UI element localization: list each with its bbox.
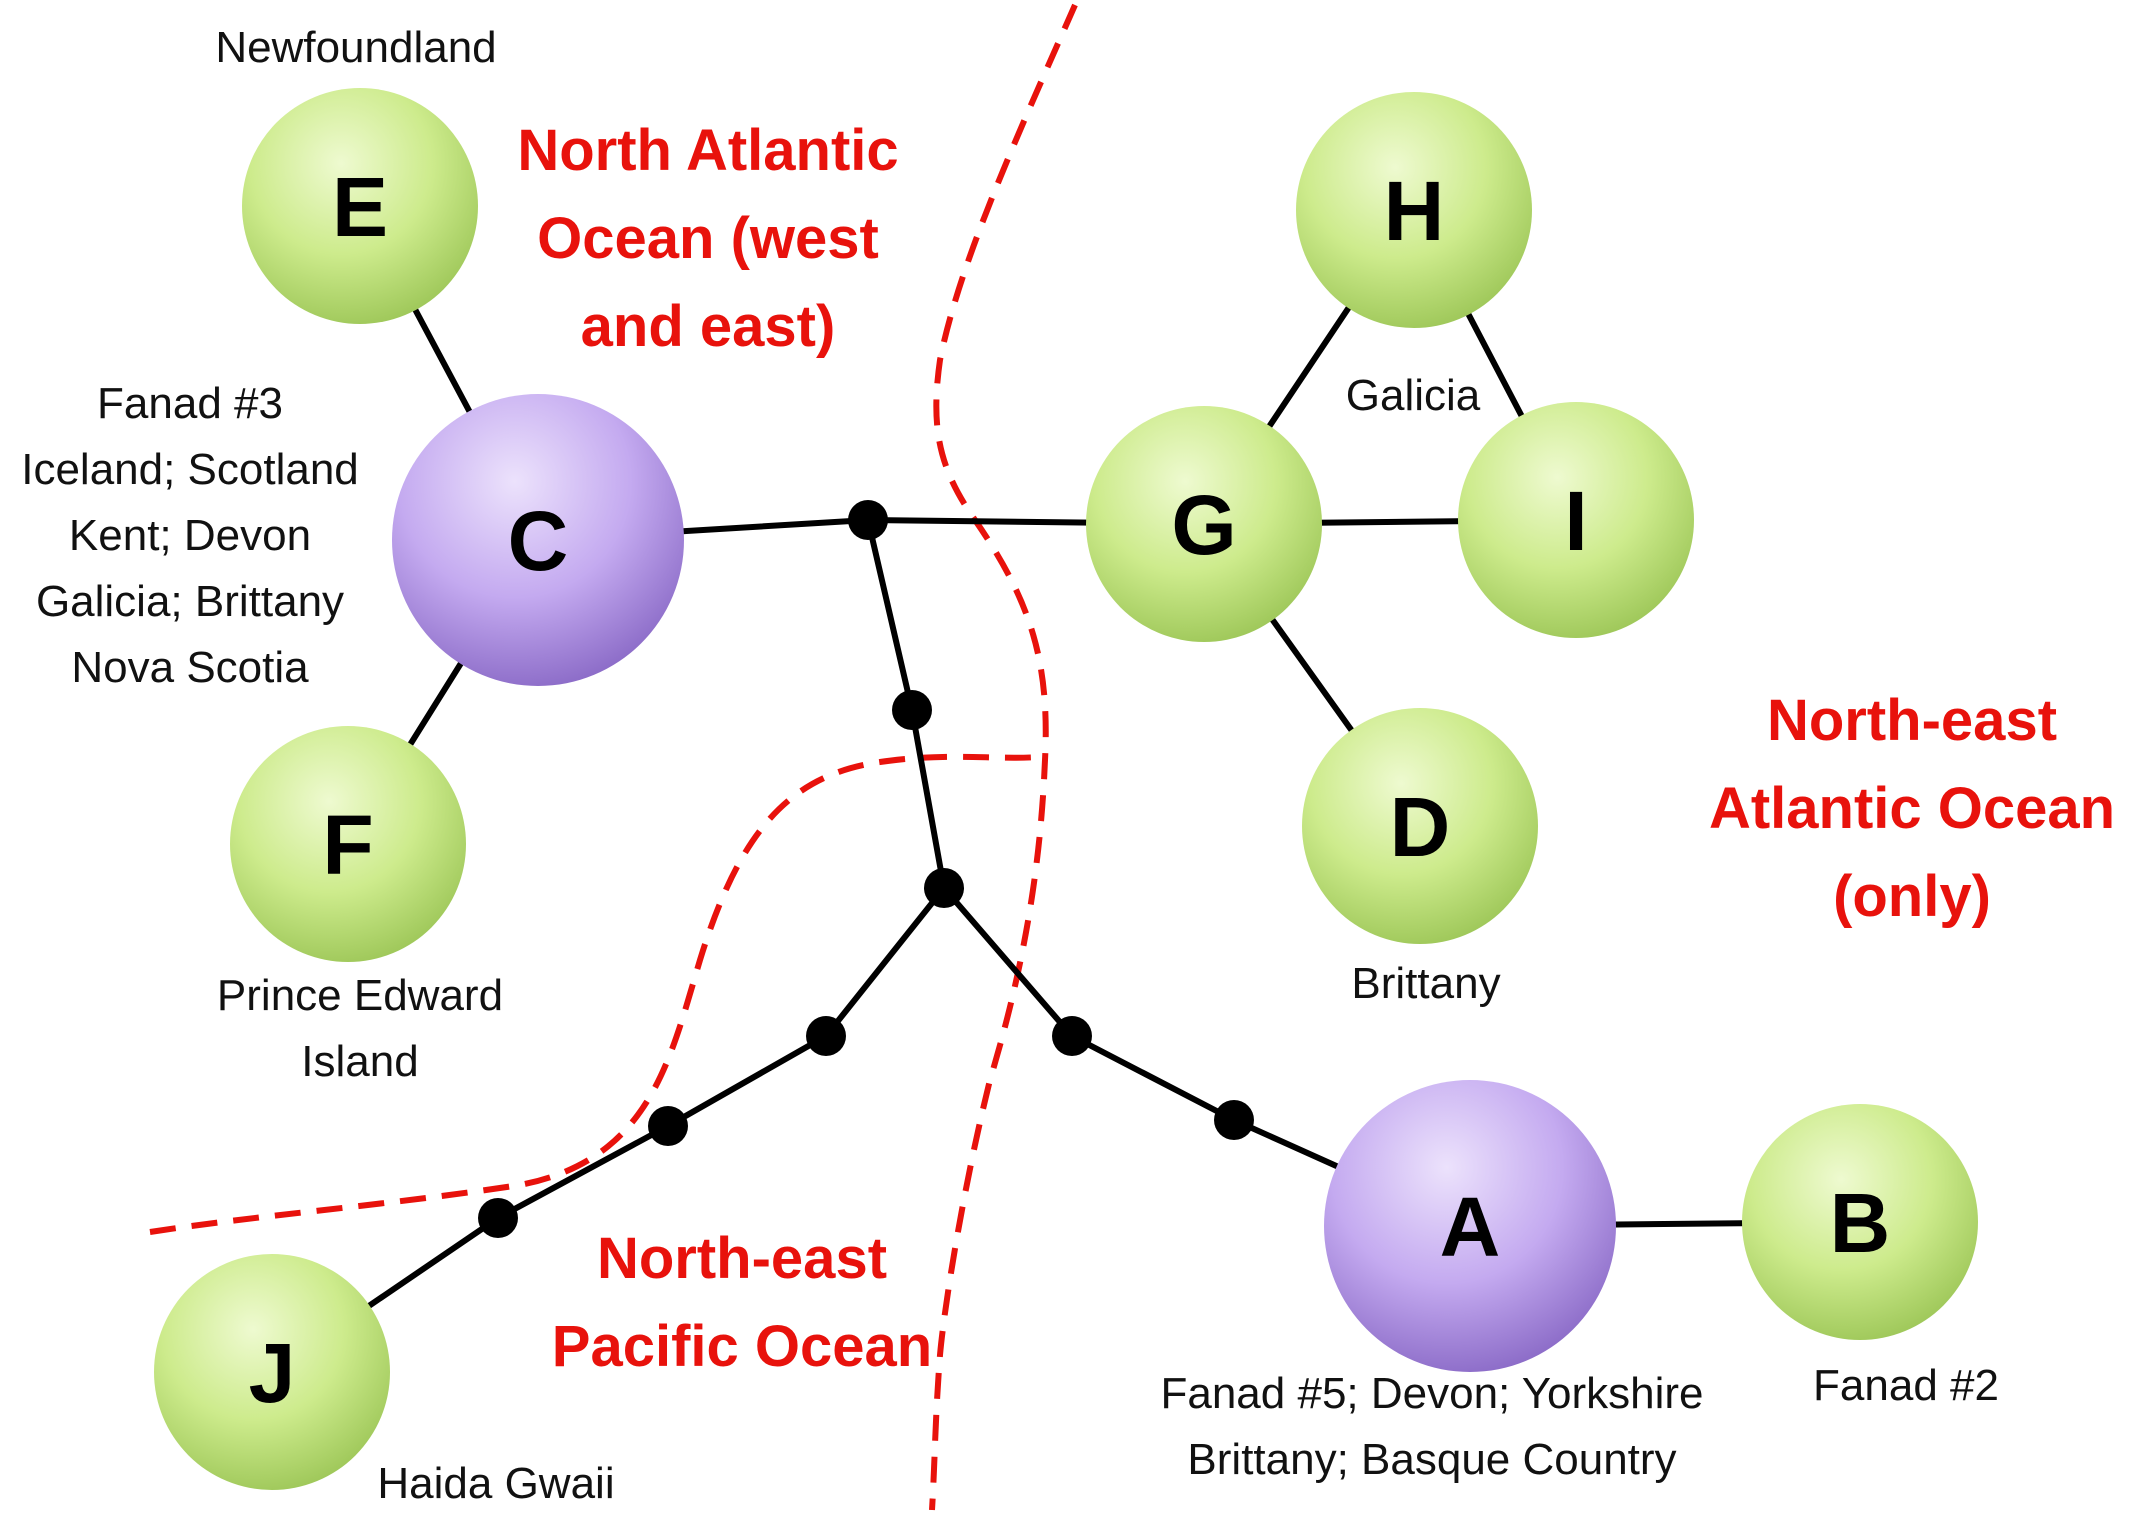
region-northeast-atlantic-line-1: North-east	[1767, 688, 2057, 753]
median-vector-v6	[478, 1198, 518, 1238]
node-d: D	[1302, 708, 1538, 944]
node-i-letter: I	[1564, 474, 1587, 568]
region-north-atlantic-line-1: North Atlantic	[517, 118, 898, 183]
node-d-circle	[1302, 708, 1538, 944]
node-b-circle	[1742, 1104, 1978, 1340]
node-g-letter: G	[1171, 478, 1236, 572]
node-b: B	[1742, 1104, 1978, 1340]
label-node-c-line-3: Kent; Devon	[69, 511, 311, 560]
median-vector-v8	[1214, 1100, 1254, 1140]
node-a-letter: A	[1440, 1180, 1501, 1274]
label-node-a-line-2: Brittany; Basque Country	[1187, 1435, 1676, 1484]
node-j-letter: J	[249, 1326, 296, 1420]
median-vector-v2	[892, 690, 932, 730]
label-node-c-line-1: Fanad #3	[97, 379, 283, 428]
node-f: F	[230, 726, 466, 962]
label-node-j: Haida Gwaii	[377, 1459, 614, 1508]
label-node-a-line-1: Fanad #5; Devon; Yorkshire	[1160, 1369, 1703, 1418]
node-i-circle	[1458, 402, 1694, 638]
node-e: E	[242, 88, 478, 324]
median-vector-v1	[848, 500, 888, 540]
median-vector-v7	[1052, 1016, 1092, 1056]
edge-v5-v6	[495, 1123, 671, 1221]
node-h-letter: H	[1384, 164, 1445, 258]
label-node-d: Brittany	[1351, 959, 1500, 1008]
node-h-circle	[1296, 92, 1532, 328]
region-northeast-atlantic-line-3: (only)	[1833, 864, 1991, 929]
label-node-e: Newfoundland	[215, 23, 496, 72]
node-e-letter: E	[332, 160, 388, 254]
median-vector-v5	[648, 1106, 688, 1146]
label-node-b: Fanad #2	[1813, 1361, 1999, 1410]
node-d-letter: D	[1390, 780, 1451, 874]
label-node-c-line-5: Nova Scotia	[71, 643, 309, 692]
edge-v7-v8	[1069, 1033, 1237, 1123]
region-labels: North Atlantic Ocean (west and east) Nor…	[517, 118, 2115, 1379]
region-north-atlantic-line-3: and east)	[581, 294, 836, 359]
atlantic-boundary-line	[929, 3, 1078, 1511]
node-j-circle	[154, 1254, 390, 1490]
node-b-letter: B	[1830, 1176, 1891, 1270]
node-j: J	[154, 1254, 390, 1490]
region-northeast-pacific-line-1: North-east	[597, 1226, 887, 1291]
node-a: A	[1324, 1080, 1616, 1372]
node-g: G	[1086, 406, 1322, 642]
ocean-boundaries	[149, 3, 1078, 1511]
node-c-letter: C	[508, 494, 569, 588]
label-node-f-line-1: Prince Edward	[217, 971, 503, 1020]
label-node-c-line-2: Iceland; Scotland	[21, 445, 359, 494]
label-node-c-line-4: Galicia; Brittany	[36, 577, 344, 626]
node-e-circle	[242, 88, 478, 324]
node-a-circle	[1324, 1080, 1616, 1372]
pacific-boundary-line	[149, 753, 1041, 1235]
edge-v1-v2	[865, 517, 915, 713]
edge-v3-v7	[941, 885, 1075, 1039]
region-north-atlantic-line-2: Ocean (west	[537, 206, 879, 271]
node-h: H	[1296, 92, 1532, 328]
node-g-circle	[1086, 406, 1322, 642]
edge-v2-v3	[909, 707, 947, 891]
edge-v4-v5	[665, 1033, 829, 1129]
edge-v3-v4	[823, 885, 947, 1039]
median-vector-v3	[924, 868, 964, 908]
place-labels: Newfoundland Fanad #3 Iceland; Scotland …	[21, 23, 1999, 1508]
node-c: C	[392, 394, 684, 686]
network-edges	[269, 203, 1863, 1375]
haplotype-nodes: A B C D E F G H I J	[154, 88, 1978, 1490]
label-node-f-line-2: Island	[301, 1037, 418, 1086]
region-northeast-pacific-line-2: Pacific Ocean	[552, 1314, 932, 1379]
label-triangle-galicia: Galicia	[1346, 371, 1481, 420]
node-f-letter: F	[322, 798, 373, 892]
median-vectors	[478, 500, 1254, 1238]
node-i: I	[1458, 402, 1694, 638]
median-vector-v4	[806, 1016, 846, 1056]
region-northeast-atlantic-line-2: Atlantic Ocean	[1709, 776, 2115, 841]
node-c-circle	[392, 394, 684, 686]
node-f-circle	[230, 726, 466, 962]
